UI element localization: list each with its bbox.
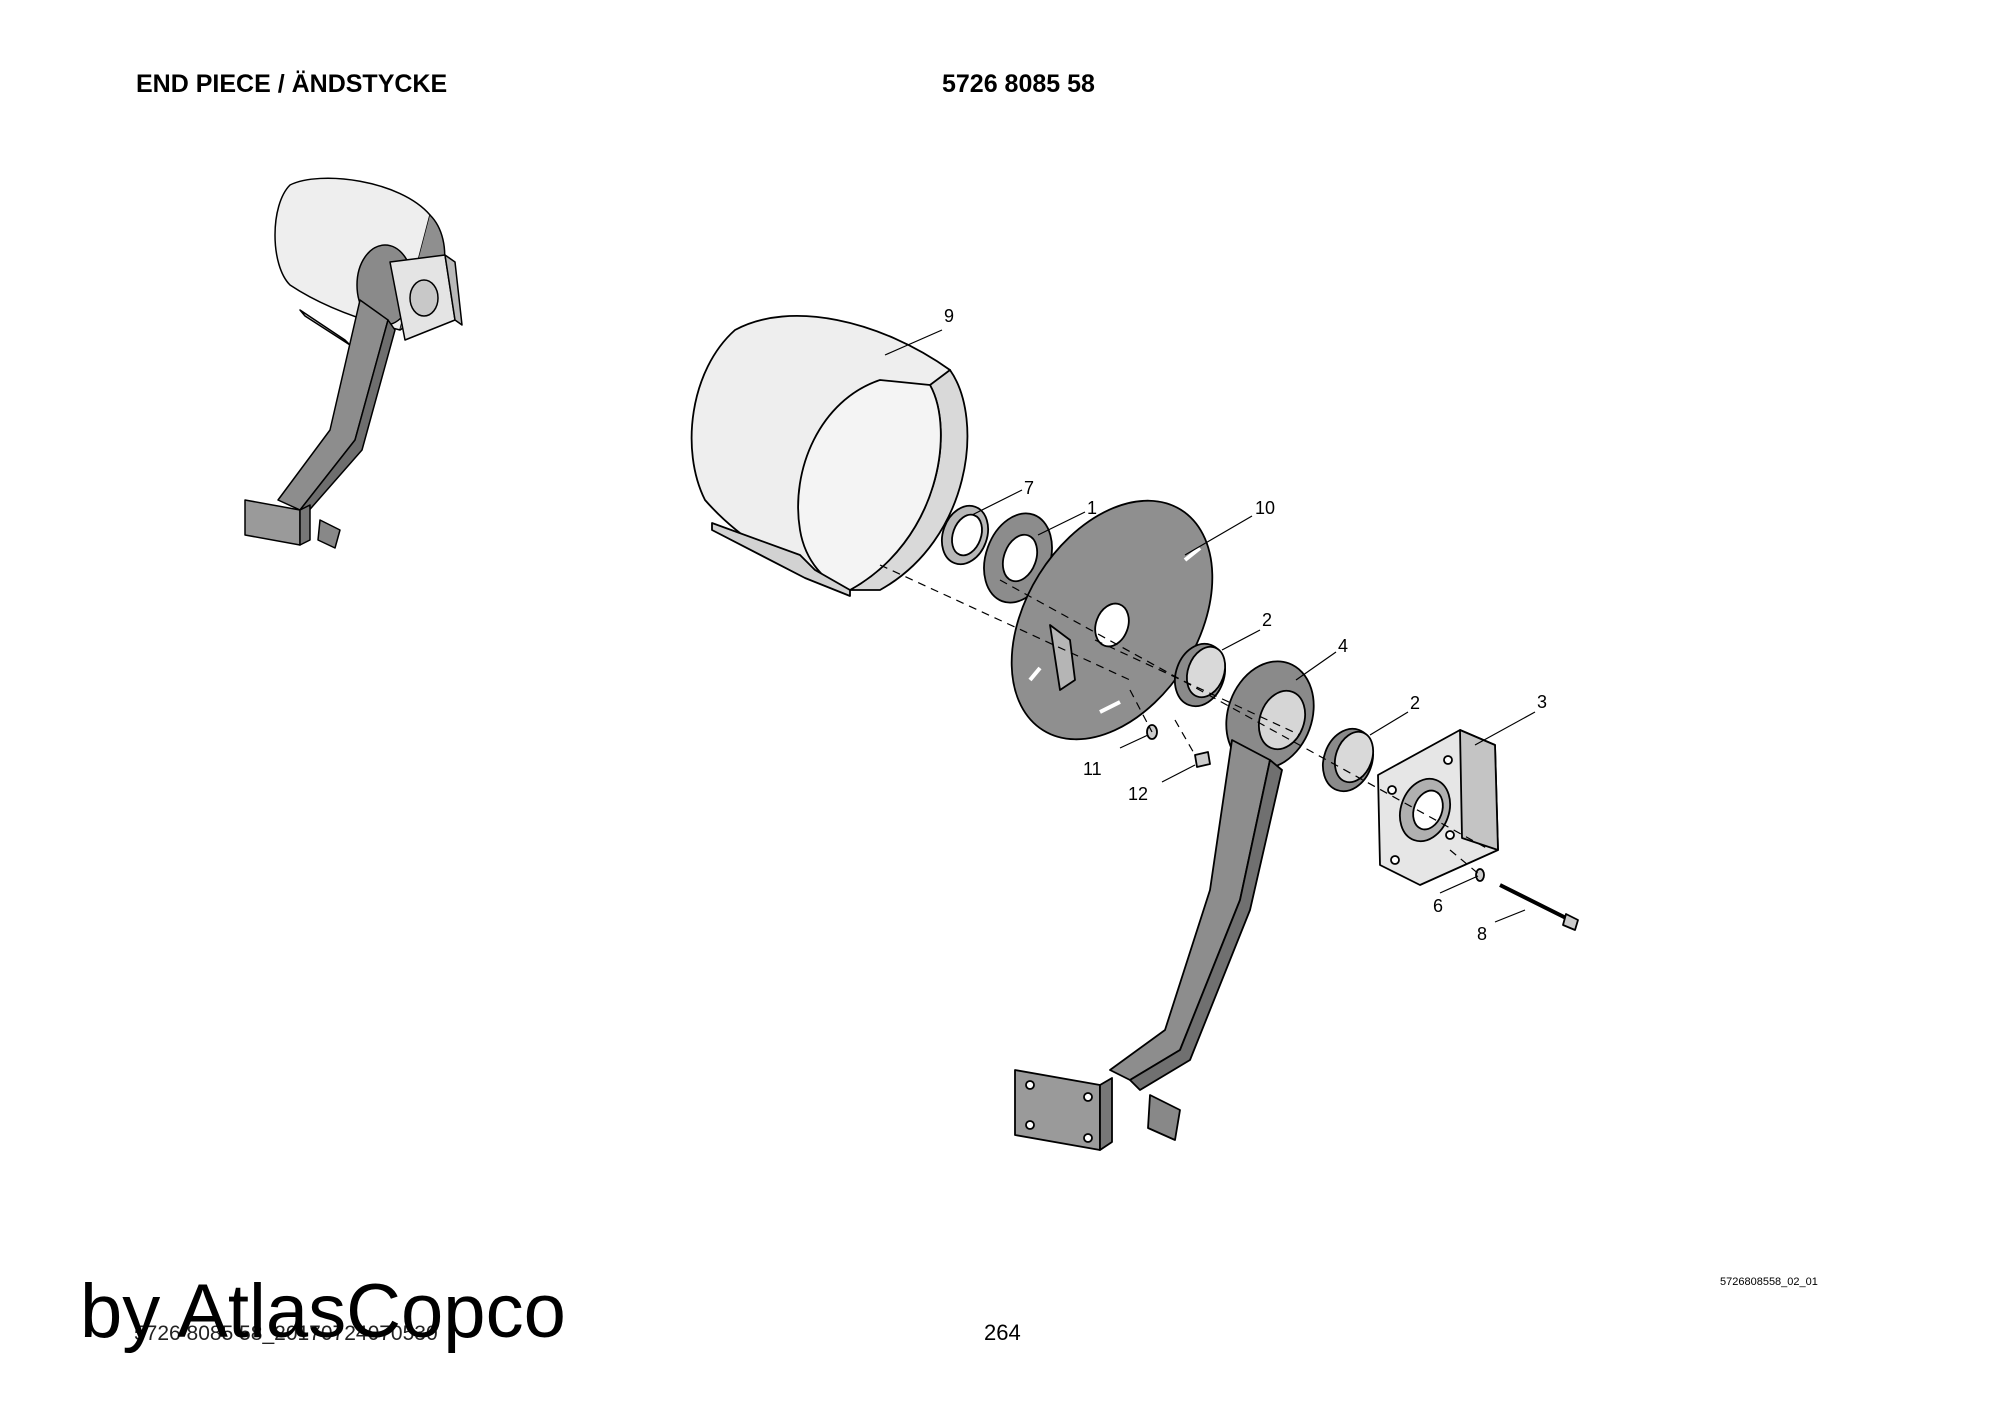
main-exploded-view bbox=[690, 315, 1579, 1151]
overview-assembly bbox=[244, 177, 463, 549]
page-number: 264 bbox=[984, 1320, 1021, 1345]
callout-8: 8 bbox=[1477, 924, 1487, 944]
callout-11: 11 bbox=[1083, 759, 1102, 779]
drawing-reference: 5726808558_02_01 bbox=[1720, 1276, 1818, 1288]
part-10-end-plate bbox=[1010, 499, 1214, 741]
part-number: 5726 8085 58 bbox=[942, 70, 1095, 98]
part-3-bearing-housing bbox=[1377, 729, 1499, 886]
callout-3: 3 bbox=[1537, 692, 1547, 712]
part-9-drum-shell bbox=[690, 315, 969, 597]
callout-10: 10 bbox=[1255, 498, 1275, 518]
callout-12: 12 bbox=[1128, 784, 1148, 804]
callout-2-right: 2 bbox=[1410, 693, 1420, 713]
callout-7: 7 bbox=[1024, 478, 1034, 498]
leader-lines bbox=[884, 329, 1536, 923]
callout-1: 1 bbox=[1087, 498, 1097, 518]
callout-9: 9 bbox=[944, 306, 954, 326]
footer-reference: 5726 8085 58_20170724070530 bbox=[134, 1322, 438, 1345]
callout-6: 6 bbox=[1433, 896, 1443, 916]
page-title: END PIECE / ÄNDSTYCKE bbox=[136, 70, 448, 98]
part-12-screw bbox=[1194, 751, 1211, 768]
assembly-lines bbox=[879, 564, 1491, 876]
part-8-bolt bbox=[1499, 883, 1579, 931]
callouts: 9 7 1 10 2 4 2 3 11 12 6 8 bbox=[944, 306, 1547, 944]
part-7-ring bbox=[941, 504, 989, 566]
callout-4: 4 bbox=[1338, 636, 1348, 656]
watermark: by AtlasCopco bbox=[80, 1269, 566, 1354]
callout-2-left: 2 bbox=[1262, 610, 1272, 630]
part-4-arm bbox=[1014, 660, 1315, 1151]
part-2-bearing-left bbox=[1174, 642, 1227, 708]
part-2-bearing-right bbox=[1322, 727, 1375, 793]
part-6-washer bbox=[1475, 868, 1485, 882]
